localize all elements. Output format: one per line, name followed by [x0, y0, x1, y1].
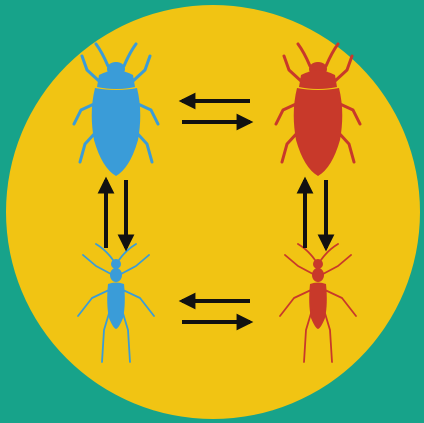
yellow-disc [6, 5, 420, 419]
